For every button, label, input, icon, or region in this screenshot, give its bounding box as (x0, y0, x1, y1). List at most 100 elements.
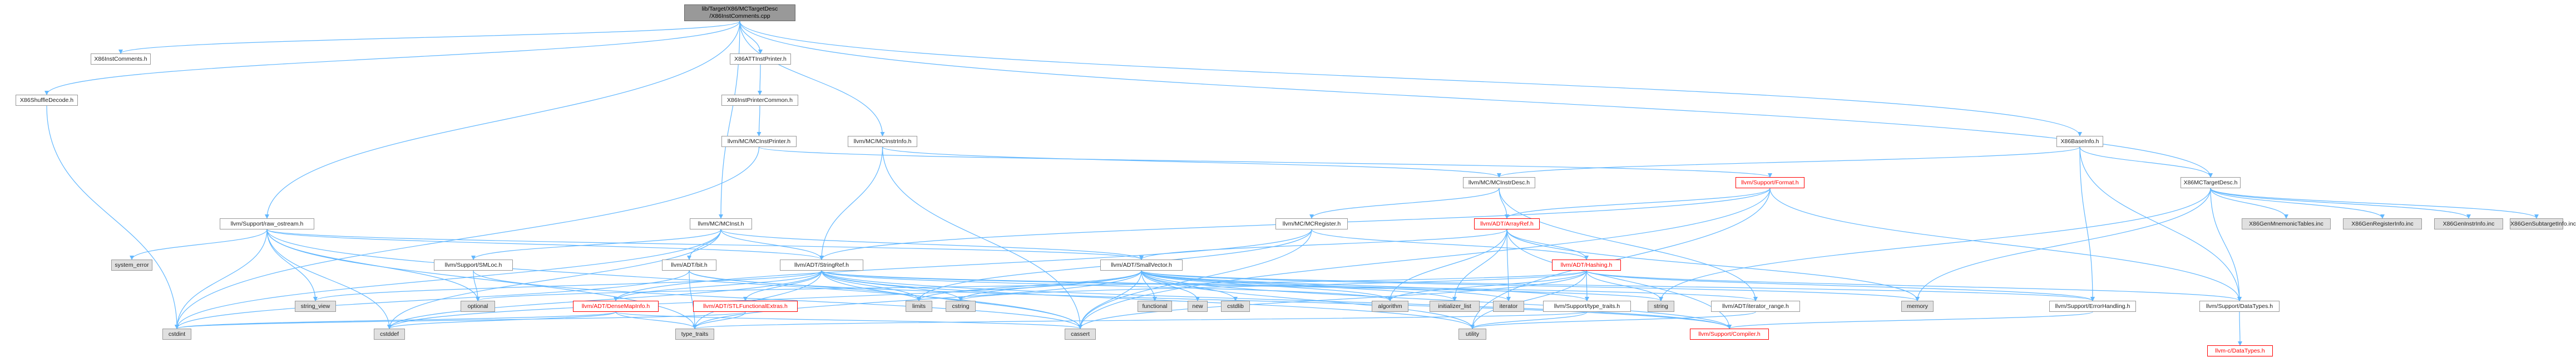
edge-9 (757, 105, 762, 136)
node-utility[interactable]: utility (1458, 329, 1486, 340)
node-support-format-h[interactable]: llvm/Support/Format.h (1736, 177, 1804, 188)
edge-59 (1506, 229, 1732, 329)
node-mcinstrdesc-h[interactable]: llvm/MC/MCInstrDesc.h (1463, 177, 1535, 188)
edge-29 (1505, 188, 1771, 219)
edge-34 (130, 229, 268, 260)
node-stringref-h[interactable]: llvm/ADT/StringRef.h (780, 260, 863, 271)
node-cstdlib[interactable]: cstdlib (1221, 301, 1250, 312)
node-cstddef[interactable]: cstddef (374, 329, 405, 340)
edge-64 (689, 270, 921, 301)
node-x86instprintercommon-h[interactable]: X86InstPrinterCommon.h (721, 95, 798, 106)
node-support-type-traits-h[interactable]: llvm/Support/type_traits.h (1543, 301, 1631, 312)
node-type-traits[interactable]: type_traits (675, 329, 714, 340)
edge-100 (958, 270, 1587, 301)
edge-53 (1506, 229, 1589, 260)
edge-46 (720, 229, 1144, 260)
edge-28 (1499, 188, 1758, 301)
edge-38 (266, 229, 1144, 260)
edge-95 (1586, 270, 2095, 301)
edge-54 (1139, 229, 1507, 260)
edge-98 (1388, 270, 1587, 301)
edge-35 (266, 229, 318, 301)
edge-37 (266, 229, 824, 260)
node-x86instcomments-h[interactable]: X86InstComments.h (91, 53, 151, 65)
edge-102 (1586, 270, 1663, 301)
node-x86genmnemonictables-inc[interactable]: X86GenMnemonicTables.inc (2242, 218, 2331, 229)
node-root-file[interactable]: lib/Target/X86/MCTargetDesc /X86InstComm… (684, 4, 795, 21)
node-smallvector-h[interactable]: llvm/ADT/SmallVector.h (1100, 260, 1183, 271)
edge-108 (615, 311, 697, 329)
node-datatypes-h[interactable]: llvm/Support/DataTypes.h (2199, 301, 2280, 312)
node-limits[interactable]: limits (906, 301, 932, 312)
node-functional[interactable]: functional (1138, 301, 1172, 312)
node-raw-ostream-h[interactable]: llvm/Support/raw_ostream.h (220, 218, 314, 229)
node-x86baseinfo-h[interactable]: X86BaseInfo.h (2056, 136, 2103, 147)
edge-51 (1078, 229, 1312, 329)
edge-47 (387, 229, 721, 329)
edge-10 (758, 146, 1772, 178)
edge-104 (1470, 270, 1587, 329)
edge-43 (471, 229, 721, 260)
node-new[interactable]: new (1188, 301, 1208, 312)
node-arrayref-h[interactable]: llvm/ADT/ArrayRef.h (1474, 218, 1540, 229)
node-errorhandling-h[interactable]: llvm/Support/ErrorHandling.h (2049, 301, 2136, 312)
node-x86gensubtargetinfo-inc[interactable]: X86GenSubtargetInfo.inc (2510, 218, 2576, 229)
edge-11 (175, 146, 760, 329)
node-hashing-h[interactable]: llvm/ADT/Hashing.h (1552, 260, 1621, 271)
node-mcinst-h[interactable]: llvm/MC/MCInst.h (690, 218, 752, 229)
edge-87 (1141, 270, 1457, 301)
node-x86shuffledecode-h[interactable]: X86ShuffleDecode.h (16, 95, 78, 106)
edge-17 (2079, 146, 2095, 301)
edge-105 (615, 311, 1082, 329)
node-compiler-h[interactable]: llvm/Support/Compiler.h (1690, 329, 1769, 340)
node-iterator-range-h[interactable]: llvm/ADT/iterator_range.h (1711, 301, 1800, 312)
node-cstdint[interactable]: cstdint (162, 329, 191, 340)
node-mcinstrinfo-h[interactable]: llvm/MC/MCInstrInfo.h (848, 136, 917, 147)
node-iterator[interactable]: iterator (1493, 301, 1524, 312)
node-x86genregisterinfo-inc[interactable]: X86GenRegisterInfo.inc (2343, 218, 2422, 229)
node-string[interactable]: string (1648, 301, 1674, 312)
edge-18 (2079, 146, 2242, 301)
node-bit-h[interactable]: llvm/ADT/bit.h (662, 260, 716, 271)
edge-99 (1078, 270, 1587, 329)
edge-79 (1141, 270, 1589, 301)
edge-69 (821, 270, 1732, 329)
node-x86geninstrinfo-inc[interactable]: X86GenInstrInfo.inc (2434, 218, 2503, 229)
edge-0 (118, 21, 740, 54)
node-cassert[interactable]: cassert (1065, 329, 1096, 340)
edge-78 (821, 270, 1475, 329)
node-x86mctargetdesc-h[interactable]: X86MCTargetDesc.h (2181, 177, 2241, 188)
edge-31 (1078, 188, 1771, 329)
node-densemapinfo-h[interactable]: llvm/ADT/DenseMapInfo.h (573, 301, 659, 312)
edge-21 (2210, 188, 2471, 219)
node-cstring[interactable]: cstring (946, 301, 976, 312)
edge-25 (2210, 188, 2242, 301)
node-stlfunctionalextras-h[interactable]: llvm/ADT/STLFunctionalExtras.h (693, 301, 798, 312)
edge-63 (175, 270, 690, 329)
edge-12 (882, 146, 1501, 178)
node-c-datatypes-h[interactable]: llvm-c/DataTypes.h (2207, 345, 2273, 356)
edge-74 (821, 270, 921, 301)
node-smloc-h[interactable]: llvm/Support/SMLoc.h (434, 260, 513, 271)
edge-94 (1141, 270, 2095, 301)
edge-67 (743, 270, 822, 301)
node-root-line1: lib/Target/X86/MCTargetDesc (701, 6, 778, 12)
node-x86attinstprinter-h[interactable]: X86ATTInstPrinter.h (730, 53, 791, 65)
node-memory[interactable]: memory (1901, 301, 1934, 312)
node-string-view[interactable]: string_view (295, 301, 336, 312)
edge-110 (175, 311, 746, 329)
node-optional[interactable]: optional (461, 301, 495, 312)
edge-4 (739, 21, 2082, 136)
node-mcinstprinter-h[interactable]: llvm/MC/MCInstPrinter.h (721, 136, 797, 147)
edge-107 (175, 311, 616, 329)
edge-71 (821, 270, 1082, 329)
node-system-error[interactable]: system_error (111, 260, 152, 271)
edge-61 (473, 270, 1082, 329)
node-algorithm[interactable]: algorithm (1372, 301, 1408, 312)
node-mcregister-h[interactable]: llvm/MC/MCRegister.h (1275, 218, 1348, 229)
edge-97 (1586, 270, 2242, 301)
edge-65 (689, 270, 697, 329)
node-initializer-list[interactable]: initializer_list (1430, 301, 1480, 312)
edge-72 (387, 270, 822, 329)
